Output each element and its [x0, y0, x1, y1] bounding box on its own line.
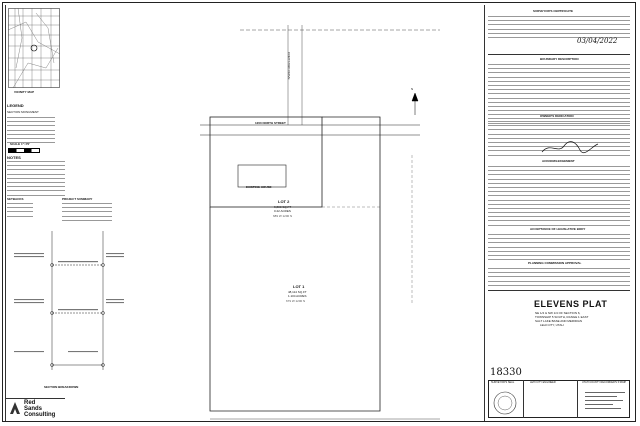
owners-dedication-title: OWNER'S DEDICATION: [540, 114, 574, 118]
plat-title: ELEVENS PLAT: [534, 299, 608, 309]
section-breakdown-diagram: [14, 231, 124, 370]
company-name-line2: Sands: [24, 406, 43, 412]
right-panel-divider: [484, 5, 485, 421]
stamp-col-recorder: UTAH COUNTY RECORDER'S STAMP: [582, 381, 627, 384]
acceptance-title: ACCEPTANCE OF LEGISLATIVE BODY: [530, 227, 586, 231]
lot1-area-sqft: 48,114 SQ.FT: [288, 290, 307, 294]
scale-label: SCALE 1"=70': [10, 142, 30, 146]
acceptance-body: [488, 234, 630, 263]
notes-body: [7, 161, 65, 199]
setbacks-title: SETBACKS: [7, 197, 24, 201]
lot2-address: 689 W 1200 N: [273, 214, 293, 218]
lot2-area-sqft: 9,800 SQ.FT: [274, 205, 292, 209]
logo-divider: [5, 398, 65, 399]
plat-drawing: [200, 25, 440, 420]
section-breakdown-title: SECTION BREAKDOWN: [44, 385, 79, 389]
project-summary-body: [62, 203, 112, 224]
planning-title: PLANNING COMMISSION APPROVAL: [528, 261, 582, 265]
lot1-label: LOT 1: [293, 284, 305, 289]
vicinity-map: [8, 8, 60, 88]
recorder-stamp: [585, 392, 625, 409]
lot1-area-acres: 1.104 ACRES: [288, 294, 307, 298]
north-arrow-letter: N: [411, 87, 414, 91]
setbacks-body: [7, 203, 33, 220]
divider-2: [488, 290, 630, 291]
legend-entries: [7, 117, 55, 146]
vicinity-map-title: VICINITY MAP: [14, 90, 35, 94]
boundary-body: [488, 64, 630, 127]
stamp-col-surveyor: SURVEYOR'S SEAL: [491, 381, 515, 384]
owner-signature: [541, 141, 599, 154]
signature-date: 03/04/2022: [577, 37, 618, 45]
north-arrow: [411, 92, 419, 115]
plat-subtitle-3: SALT LAKE BASE AND MERIDIAN: [535, 319, 583, 323]
lot1-address: 679 W 1200 N: [286, 299, 306, 303]
legend-title: LEGEND: [7, 103, 24, 108]
scale-bar: [8, 148, 40, 153]
left-margin-line: [5, 5, 6, 421]
plat-subtitle-1: NE 1/4 & NW 1/4 OF SECTION 6,: [535, 311, 581, 315]
notes-title: NOTES: [7, 155, 21, 160]
boundary-title: BOUNDARY DESCRIPTION: [540, 57, 579, 61]
owners-dedication-body: [488, 121, 630, 159]
acknowledgement-title: ACKNOWLEDGEMENT: [542, 159, 575, 163]
legend-section-monument: SECTION MONUMENT: [7, 110, 39, 114]
divider-1: [488, 54, 630, 55]
company-logo-mark: [9, 401, 21, 415]
plat-subtitle-2: TOWNSHIP 5 SOUTH, RANGE 1 EAST: [535, 315, 589, 319]
existing-house-label: EXISTING HOUSE: [246, 185, 272, 189]
lot2-label: LOT 2: [278, 199, 290, 204]
plat-subtitle-4: LEHI CITY, UTAH: [540, 323, 564, 327]
company-name-line3: Consulting: [24, 412, 56, 418]
cul-de-sac-label: CORTSTIRD DRIVE: [287, 52, 291, 80]
stamp-col-engineer: LEHI CITY ENGINEER: [530, 381, 556, 384]
company-name-line1: Red: [24, 400, 36, 406]
stamp-col-div-2: [577, 380, 578, 418]
planning-body: [488, 268, 630, 289]
surveyor-cert-body: [488, 16, 630, 41]
acknowledgement-body: [488, 166, 630, 229]
stamp-table: [488, 380, 630, 418]
surveyor-cert-title: SURVEYOR'S CERTIFICATE: [533, 9, 573, 13]
sheet-border: [2, 2, 636, 422]
record-number: 18330: [490, 367, 522, 378]
street-name: 1200 NORTH STREET: [255, 121, 286, 125]
lot2-area-acres: 0.22 ACRES: [274, 209, 291, 213]
project-summary-title: PROJECT SUMMARY: [62, 197, 93, 201]
surveyor-seal: [493, 391, 517, 415]
stamp-col-div-1: [523, 380, 524, 418]
